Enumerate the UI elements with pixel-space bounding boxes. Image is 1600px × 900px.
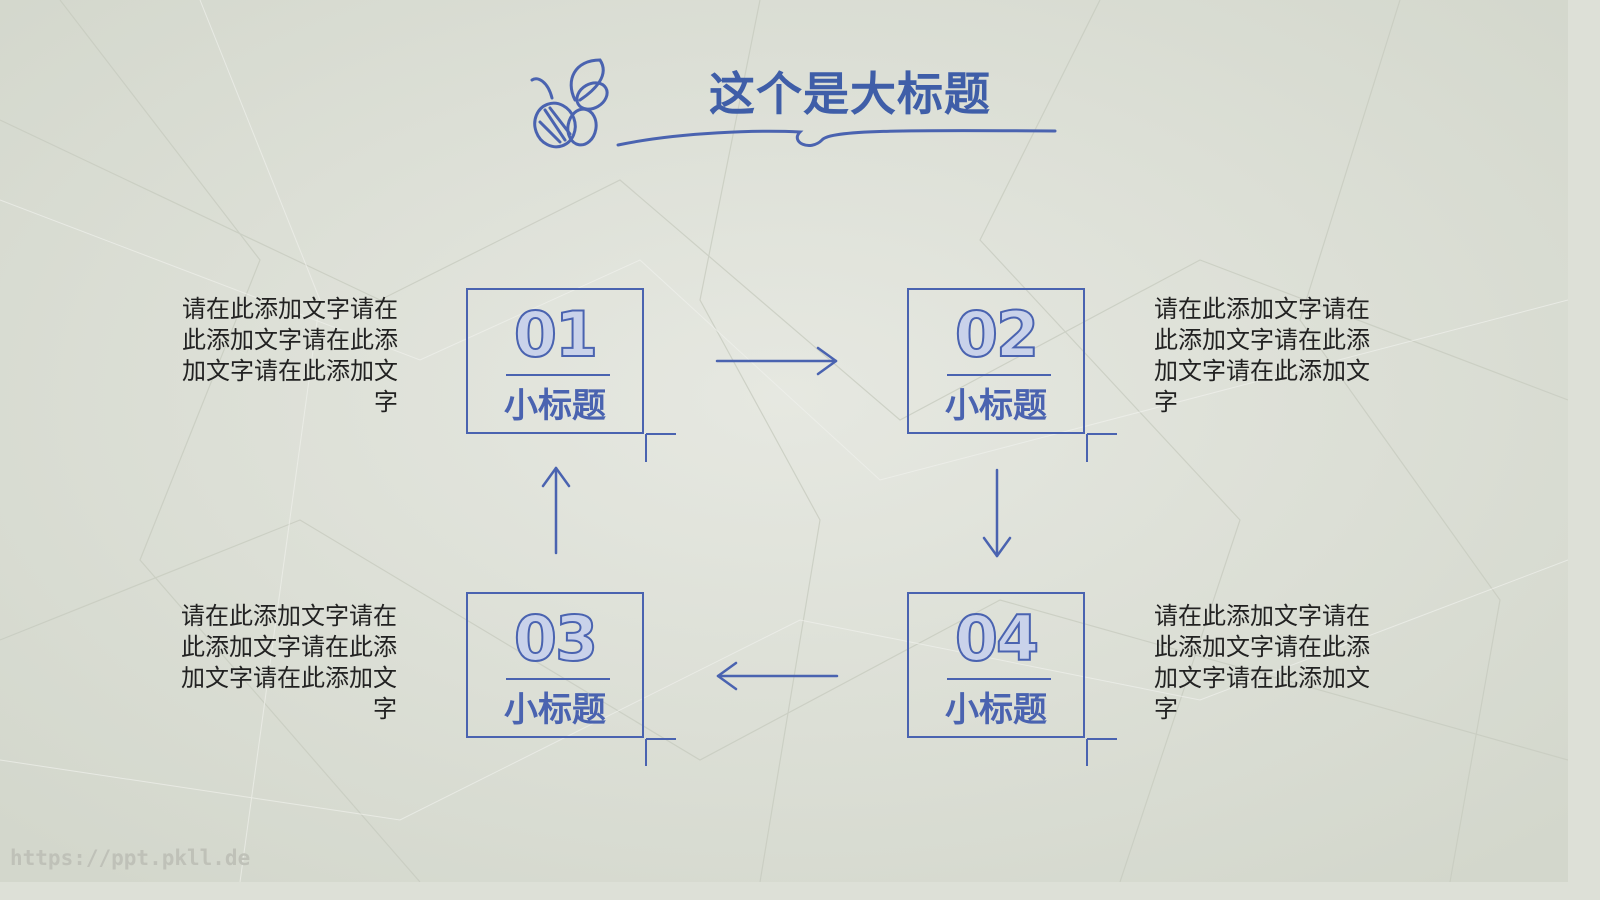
step-subtitle: 小标题 bbox=[504, 386, 606, 426]
step-number: 02 bbox=[954, 297, 1040, 372]
divider bbox=[506, 374, 610, 376]
divider bbox=[947, 678, 1051, 680]
step-box-3: 03 小标题 bbox=[466, 592, 644, 738]
watermark-url: https://ppt.pkll.de bbox=[10, 846, 251, 870]
step-subtitle: 小标题 bbox=[504, 690, 606, 730]
divider bbox=[947, 374, 1051, 376]
step-box-2: 02 小标题 bbox=[907, 288, 1085, 434]
step-description-1: 请在此添加文字请在此添加文字请在此添加文字请在此添加文字 bbox=[182, 295, 398, 416]
step-number: 04 bbox=[954, 601, 1040, 676]
page-title: 这个是大标题 bbox=[709, 67, 991, 121]
step-box-4: 04 小标题 bbox=[907, 592, 1085, 738]
step-subtitle: 小标题 bbox=[945, 386, 1047, 426]
step-subtitle: 小标题 bbox=[945, 690, 1047, 730]
paper-background bbox=[0, 0, 1568, 882]
step-number: 01 bbox=[513, 297, 599, 372]
step-description-4: 请在此添加文字请在此添加文字请在此添加文字请在此添加文字 bbox=[1154, 602, 1370, 723]
step-box-1: 01 小标题 bbox=[466, 288, 644, 434]
step-number: 03 bbox=[513, 601, 599, 676]
step-description-3: 请在此添加文字请在此添加文字请在此添加文字请在此添加文字 bbox=[181, 602, 397, 723]
step-description-2: 请在此添加文字请在此添加文字请在此添加文字请在此添加文字 bbox=[1154, 295, 1370, 416]
divider bbox=[506, 678, 610, 680]
